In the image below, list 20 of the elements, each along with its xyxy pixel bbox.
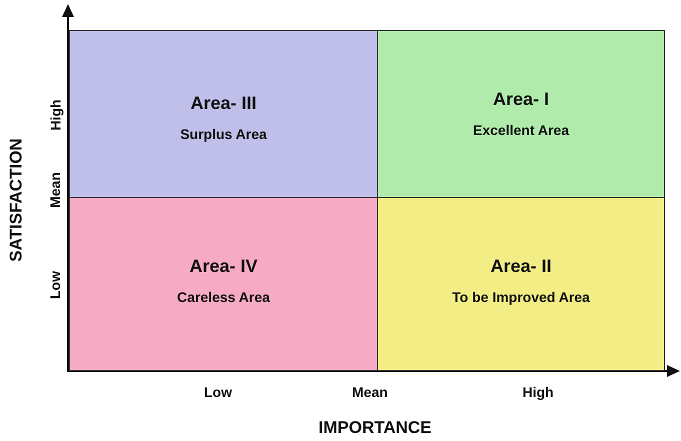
area-heading: Area- III	[190, 93, 257, 114]
axis-tick-label: High	[47, 99, 64, 131]
axis-tick-label: Low	[47, 271, 63, 299]
area-description: Excellent Area	[473, 122, 569, 138]
quadrant-area	[377, 197, 665, 371]
quadrant-area	[69, 30, 378, 198]
axis-title: SATISFACTION	[6, 138, 26, 262]
area-description: Surplus Area	[180, 126, 267, 142]
axis-tick-label: High	[522, 384, 554, 400]
axis-tick-label: Low	[204, 384, 232, 400]
axis-tick-label: Mean	[352, 384, 388, 400]
area-description: To be Improved Area	[452, 289, 590, 305]
quadrant-area	[377, 30, 665, 198]
axis-tick-label: Mean	[46, 172, 63, 208]
area-heading: Area- IV	[189, 256, 258, 277]
area-description: Careless Area	[177, 289, 270, 305]
axis-title: IMPORTANCE	[318, 418, 432, 438]
quadrant-area	[69, 197, 378, 371]
area-heading: Area- II	[490, 256, 552, 277]
area-heading: Area- I	[492, 89, 550, 110]
